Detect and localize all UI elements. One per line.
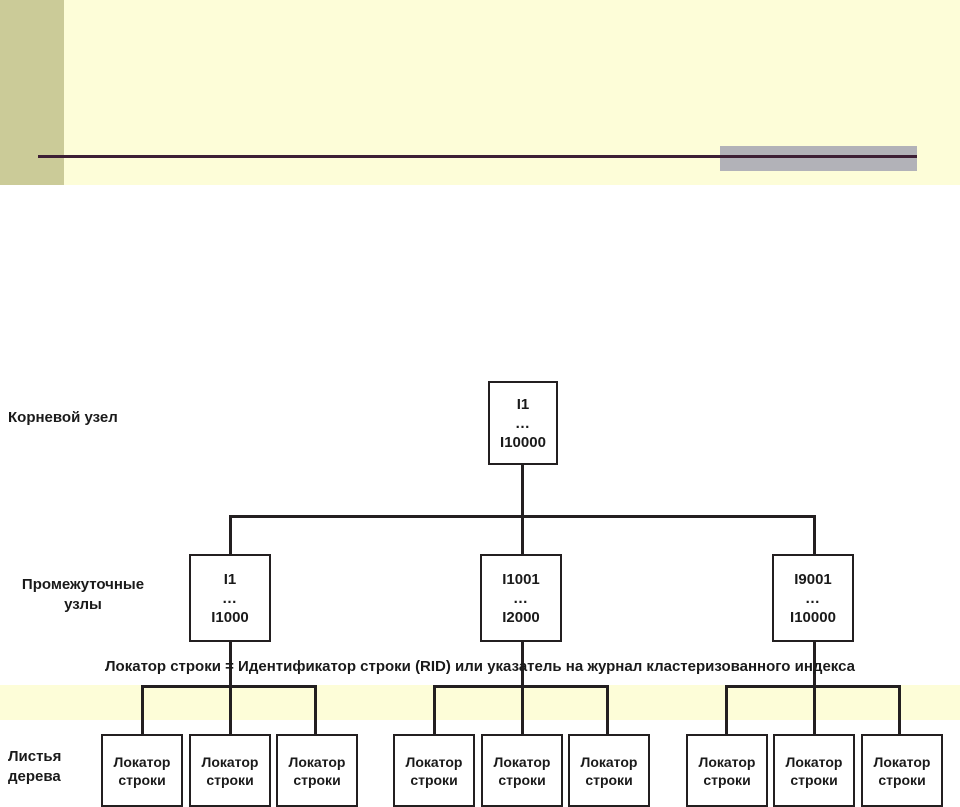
- node-leaf-4[interactable]: Локатор строки: [481, 734, 563, 807]
- node-leaf-0[interactable]: Локатор строки: [101, 734, 183, 807]
- node-root-bottom: I10000: [500, 433, 546, 451]
- node-leaf-8-line2: строки: [878, 771, 926, 788]
- node-leaf-5-line2: строки: [585, 771, 633, 788]
- wire-leaf-7-stem: [813, 685, 816, 734]
- wire-leaf-6-stem: [725, 685, 728, 734]
- node-leaf-5-line1: Локатор: [580, 753, 638, 770]
- node-leaf-0-line2: строки: [118, 771, 166, 788]
- row-label-leaves: Листья дерева: [8, 748, 62, 785]
- node-leaf-3-line2: строки: [410, 771, 458, 788]
- node-leaf-4-line2: строки: [498, 771, 546, 788]
- wire-internal-1-stem: [521, 515, 524, 554]
- wire-leaf-5-stem: [606, 685, 609, 734]
- node-intermediate-2-top: I9001: [794, 570, 832, 588]
- node-leaf-8-line1: Локатор: [873, 753, 931, 770]
- node-leaf-3-line1: Локатор: [405, 753, 463, 770]
- row-label-intermediate: Промежуточные узлы: [21, 576, 145, 613]
- node-leaf-7[interactable]: Локатор строки: [773, 734, 855, 807]
- wire-group-2-drop: [813, 642, 816, 687]
- header-olive-sidebar: [0, 0, 64, 185]
- node-leaf-2[interactable]: Локатор строки: [276, 734, 358, 807]
- wire-leaf-4-stem: [521, 685, 524, 734]
- node-leaf-6[interactable]: Локатор строки: [686, 734, 768, 807]
- header-horizontal-rule: [38, 155, 917, 158]
- node-leaf-1-line1: Локатор: [201, 753, 259, 770]
- node-intermediate-0-bottom: I1000: [211, 608, 249, 626]
- wire-leaf-2-stem: [314, 685, 317, 734]
- node-leaf-2-line2: строки: [293, 771, 341, 788]
- node-root[interactable]: I1 … I10000: [488, 381, 558, 465]
- node-intermediate-0[interactable]: I1 … I1000: [189, 554, 271, 642]
- node-leaf-8[interactable]: Локатор строки: [861, 734, 943, 807]
- slide-footer-band: [0, 685, 960, 720]
- slide-header-band: [0, 0, 960, 185]
- node-leaf-7-line2: строки: [790, 771, 838, 788]
- node-intermediate-1-top: I1001: [502, 570, 540, 588]
- node-leaf-3[interactable]: Локатор строки: [393, 734, 475, 807]
- node-intermediate-2[interactable]: I9001 … I10000: [772, 554, 854, 642]
- node-intermediate-0-ellipsis: …: [222, 589, 238, 607]
- node-leaf-1[interactable]: Локатор строки: [189, 734, 271, 807]
- node-intermediate-1[interactable]: I1001 … I2000: [480, 554, 562, 642]
- node-leaf-6-line1: Локатор: [698, 753, 756, 770]
- node-leaf-1-line2: строки: [206, 771, 254, 788]
- wire-internal-0-stem: [229, 515, 232, 554]
- wire-group-0-drop: [229, 642, 232, 687]
- node-intermediate-0-top: I1: [223, 570, 237, 588]
- node-intermediate-1-ellipsis: …: [513, 589, 529, 607]
- wire-leaf-3-stem: [433, 685, 436, 734]
- row-label-root: Корневой узел: [8, 409, 118, 426]
- node-root-top: I1: [516, 395, 530, 413]
- wire-leaf-0-stem: [141, 685, 144, 734]
- diagram-caption: Локатор строки = Идентификатор строки (R…: [105, 658, 855, 675]
- node-intermediate-2-ellipsis: …: [805, 589, 821, 607]
- node-leaf-5[interactable]: Локатор строки: [568, 734, 650, 807]
- wire-root-stem: [521, 465, 524, 517]
- wire-internal-2-stem: [813, 515, 816, 554]
- node-intermediate-2-bottom: I10000: [790, 608, 836, 626]
- btree-diagram: Корневой узел Промежуточные узлы Листья …: [0, 185, 960, 807]
- node-leaf-2-line1: Локатор: [288, 753, 346, 770]
- node-root-ellipsis: …: [515, 414, 531, 432]
- wire-leaf-1-stem: [229, 685, 232, 734]
- wire-leaf-8-stem: [898, 685, 901, 734]
- node-intermediate-1-bottom: I2000: [502, 608, 540, 626]
- node-leaf-7-line1: Локатор: [785, 753, 843, 770]
- header-gray-accent-bar: [720, 146, 917, 171]
- node-leaf-4-line1: Локатор: [493, 753, 551, 770]
- wire-group-1-drop: [521, 642, 524, 687]
- node-leaf-6-line2: строки: [703, 771, 751, 788]
- node-leaf-0-line1: Локатор: [113, 753, 171, 770]
